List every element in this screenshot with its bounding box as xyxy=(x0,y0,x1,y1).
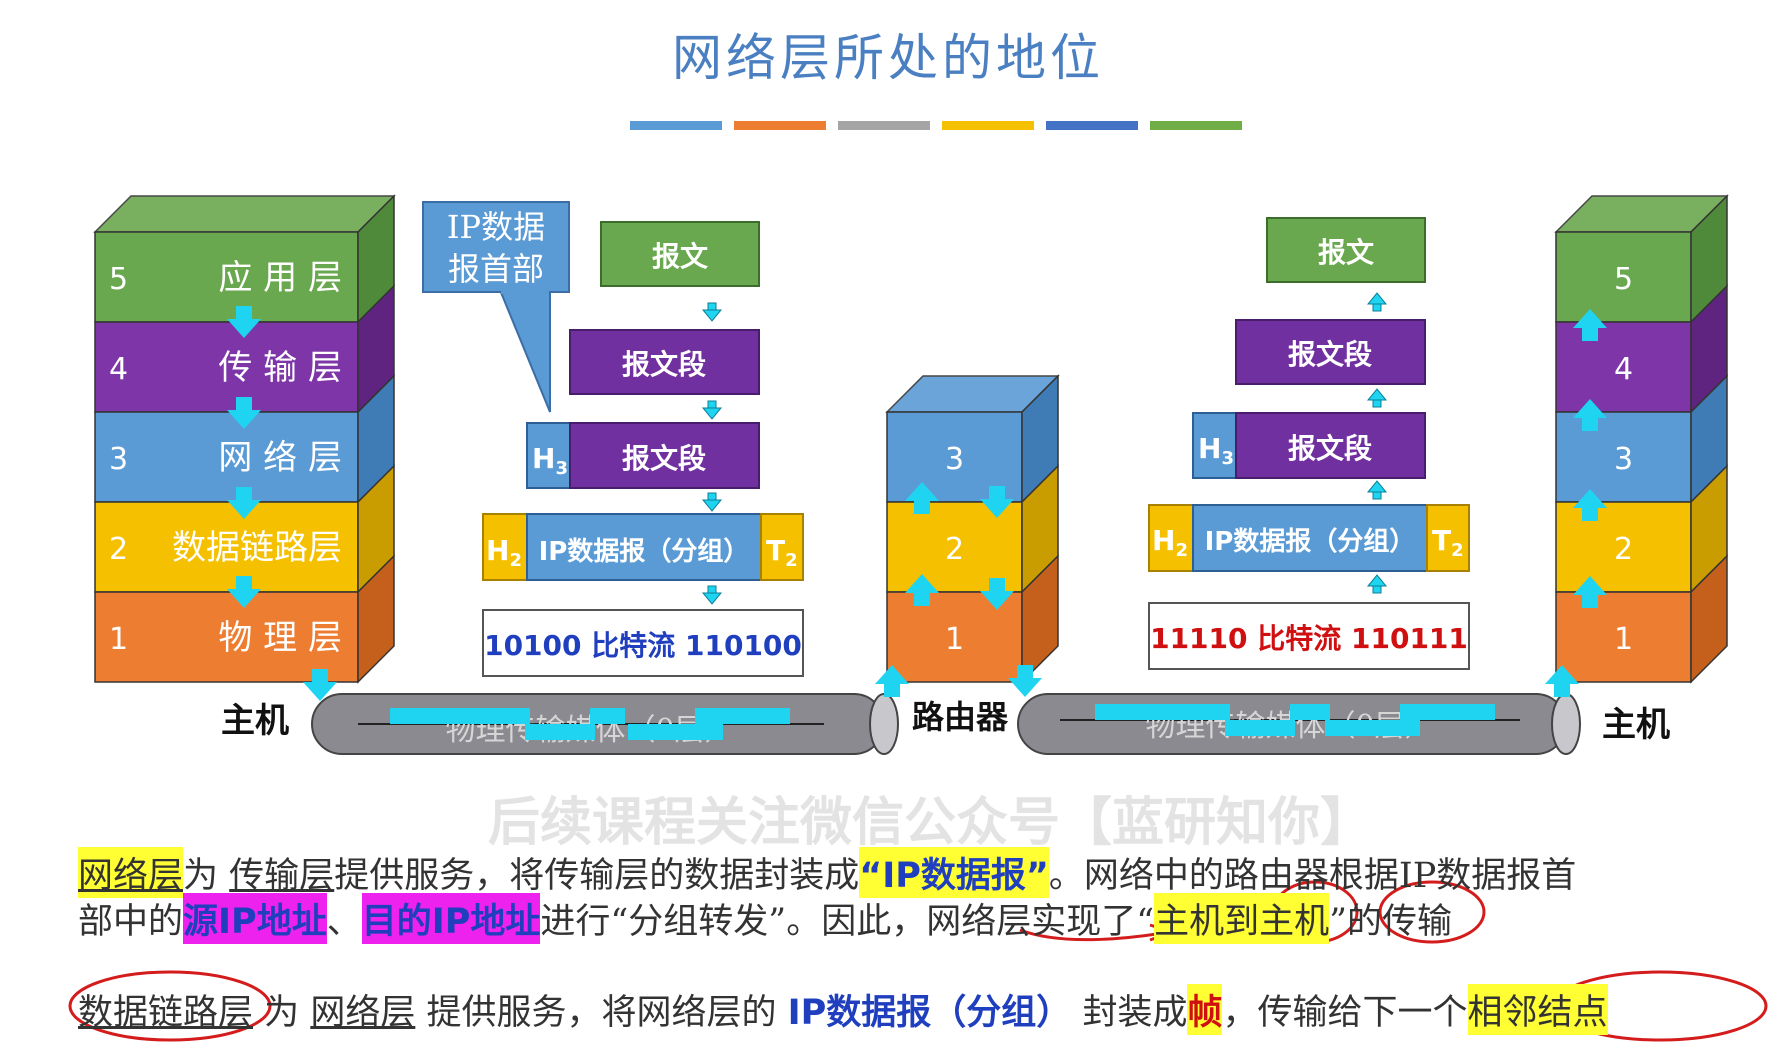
p2-encap: 封装成 xyxy=(1082,993,1188,1033)
p2-ip-datagram: IP数据报（分组） xyxy=(787,993,1072,1033)
right-host-layer-number: 4 xyxy=(1614,352,1633,387)
router-layer-2 xyxy=(886,501,1023,593)
right-h3: H3 xyxy=(1198,432,1234,469)
p1-header-of: 部中的 xyxy=(78,902,184,942)
router-layer-number: 1 xyxy=(945,622,964,657)
router-layer-number: 3 xyxy=(945,442,964,477)
left-host-layer-4 xyxy=(94,321,359,413)
left-host-layer-number: 1 xyxy=(109,622,128,657)
watermark-text: 后续课程关注微信公众号【蓝研知你】 xyxy=(488,793,1372,853)
left-segment-2: 报文段 xyxy=(622,442,706,475)
p2-wei: 为 xyxy=(264,993,300,1033)
right-t2: T2 xyxy=(1432,524,1464,561)
right-host-layer-number: 2 xyxy=(1614,532,1633,567)
left-host-layer-number: 5 xyxy=(109,262,128,297)
p1-dst-ip: 目的IP地址 xyxy=(361,893,541,944)
right-segment-1: 报文段 xyxy=(1288,338,1372,371)
left-host-layer-3 xyxy=(94,411,359,503)
left-host-layer-name: 数据链路层 xyxy=(172,528,342,568)
page-title: 网络层所处的地位 xyxy=(672,29,1104,87)
left-host-layer-number: 4 xyxy=(109,352,128,387)
p2-adjacent-node: 相邻结点 xyxy=(1467,984,1608,1035)
router-side-2 xyxy=(1021,554,1059,684)
right-host-layer-1 xyxy=(1555,591,1692,683)
left-host-layer-number: 2 xyxy=(109,532,128,567)
left-h2: H2 xyxy=(486,534,522,571)
p1-router-sentence: 。网络中的路由器根据IP数据报首 xyxy=(1048,856,1577,896)
router-layer-number: 2 xyxy=(945,532,964,567)
title-color-bar xyxy=(838,121,930,130)
left-host-layer-name: 网 络 层 xyxy=(218,438,342,478)
title-color-bar xyxy=(630,121,722,130)
left-host-side-4 xyxy=(357,554,395,684)
left-host-layer-name: 应 用 层 xyxy=(218,258,342,298)
left-encapsulation: 报文 报文段 H3 报文段 H2 IP数据报（分组） T2 10100 比特流 … xyxy=(482,221,804,677)
left-segment-1: 报文段 xyxy=(622,348,706,381)
p1-src-ip: 源IP地址 xyxy=(183,893,327,944)
right-host-layer-2 xyxy=(1555,501,1692,593)
title-color-bar xyxy=(942,121,1034,130)
right-host-layer-4 xyxy=(1555,321,1692,413)
p1-comma: 、 xyxy=(326,902,362,942)
left-host-label: 主机 xyxy=(221,701,289,741)
p1-provide: 提供服务，将传输层的数据封装成 xyxy=(334,856,860,896)
paragraph-2: 数据链路层 为 网络层 提供服务，将网络层的 IP数据报（分组） 封装成帧，传输… xyxy=(78,984,1608,1035)
p2-transmit: ，传输给下一个 xyxy=(1222,993,1468,1033)
right-host-side-4 xyxy=(1690,554,1728,684)
callout-ip-header: IP数据 报首部 xyxy=(422,201,570,413)
left-host-layer-5 xyxy=(94,231,359,323)
right-encapsulation: 报文 报文段 H3 报文段 H2 IP数据报（分组） T2 11110 比特流 … xyxy=(1148,217,1470,670)
left-datagram: IP数据报（分组） xyxy=(539,536,750,567)
paragraph-1-line-1: 网络层为 传输层提供服务，将传输层的数据封装成“IP数据报”。网络中的路由器根据… xyxy=(78,847,1576,898)
callout-line-2: 报首部 xyxy=(448,250,544,288)
callout-line-1: IP数据 xyxy=(447,208,545,246)
p1-forward: 进行“分组转发”。因此， xyxy=(540,902,927,942)
title-color-bars xyxy=(630,121,1242,130)
router-label: 路由器 xyxy=(912,698,1009,736)
left-host-top xyxy=(93,195,396,233)
left-host-layer-1 xyxy=(94,591,359,683)
p1-implements: 网络层实现了“ xyxy=(926,902,1155,942)
title-color-bar xyxy=(734,121,826,130)
right-datagram: IP数据报（分组） xyxy=(1205,526,1416,557)
right-host-layer-number: 5 xyxy=(1614,262,1633,297)
right-host-label: 主机 xyxy=(1602,705,1670,745)
right-h2: H2 xyxy=(1152,524,1188,561)
left-message: 报文 xyxy=(652,240,708,273)
left-bits: 10100 比特流 110100 xyxy=(484,629,802,662)
right-host-layer-number: 3 xyxy=(1614,442,1633,477)
p1-network-layer: 网络层 xyxy=(78,847,184,898)
right-host-stack: 5 4 3 2 1 xyxy=(1554,194,1729,684)
p1-transport-layer: 传输层 xyxy=(229,856,335,896)
p2-frame: 帧 xyxy=(1187,984,1223,1035)
right-bits: 11110 比特流 110111 xyxy=(1150,622,1468,655)
p1-host-to-host: 主机到主机 xyxy=(1154,893,1330,944)
right-segment-2: 报文段 xyxy=(1288,432,1372,465)
p1-transfer: ”的传输 xyxy=(1329,902,1453,942)
p1-ip-datagram: “IP数据报” xyxy=(859,847,1049,898)
p2-provide: 提供服务，将网络层的 xyxy=(426,993,777,1033)
right-host-layer-number: 1 xyxy=(1614,622,1633,657)
left-host-layer-name: 传 输 层 xyxy=(218,348,342,388)
right-host-layer-3 xyxy=(1555,411,1692,503)
p2-data-link-layer: 数据链路层 xyxy=(78,993,254,1033)
paragraph-1-line-2: 部中的源IP地址、目的IP地址进行“分组转发”。因此，网络层实现了“主机到主机”… xyxy=(78,893,1452,944)
p1-wei: 为 xyxy=(183,856,219,896)
right-message: 报文 xyxy=(1318,236,1374,269)
left-host-stack: 5 应 用 层 4 传 输 层 3 网 络 层 2 数据链路层 1 物 理 层 xyxy=(93,194,396,684)
left-t2: T2 xyxy=(766,534,798,571)
title-color-bar xyxy=(1046,121,1138,130)
right-pipe: 物理传输媒体（0层） xyxy=(1017,693,1581,755)
title-color-bar xyxy=(1150,121,1242,130)
left-host-layer-number: 3 xyxy=(109,442,128,477)
left-h3: H3 xyxy=(532,442,568,479)
router-stack: 3 2 1 xyxy=(885,374,1060,684)
p2-network-layer: 网络层 xyxy=(310,993,416,1033)
left-host-layer-name: 物 理 层 xyxy=(218,618,342,658)
left-pipe: 物理传输媒体（0层） xyxy=(311,693,899,755)
